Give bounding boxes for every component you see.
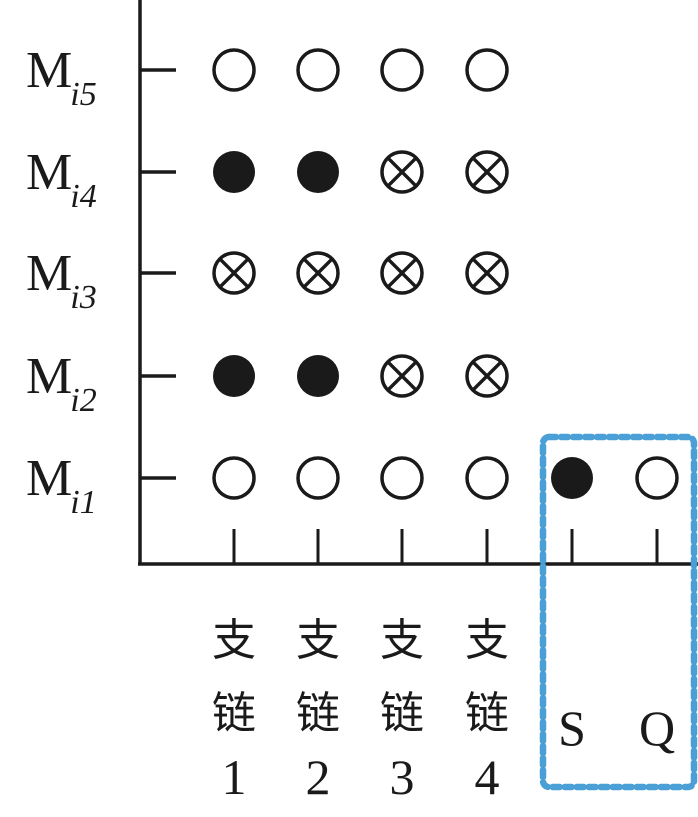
cross-marker (380, 354, 424, 398)
open-marker (465, 456, 509, 500)
cross-marker (296, 251, 340, 295)
row-label-main: M (26, 348, 72, 405)
column-label-line: 支 (465, 615, 509, 666)
row-label: Mi3 (26, 245, 97, 316)
markers (212, 48, 679, 500)
column-label-line: 链 (296, 688, 340, 739)
open-marker (212, 48, 256, 92)
row-label: Mi5 (26, 42, 97, 113)
row-label-sub: i5 (70, 76, 96, 113)
column-label-line: 支 (380, 615, 424, 666)
filled-marker (297, 151, 339, 193)
axes (138, 0, 698, 566)
filled-marker (551, 457, 593, 499)
filled-marker (213, 151, 255, 193)
open-marker (380, 48, 424, 92)
column-label-line: 1 (222, 749, 247, 805)
cross-marker (212, 251, 256, 295)
column-label-line: 链 (212, 688, 256, 739)
open-marker (465, 48, 509, 92)
row-label: Mi1 (26, 450, 97, 521)
cross-marker (380, 150, 424, 194)
column-label: S (558, 700, 586, 756)
open-marker (212, 456, 256, 500)
cross-marker (380, 251, 424, 295)
row-label-main: M (26, 245, 72, 302)
column-label-line: 链 (465, 688, 509, 739)
cross-marker (465, 150, 509, 194)
row-label: Mi4 (26, 144, 97, 215)
cross-marker (465, 354, 509, 398)
open-marker (635, 456, 679, 500)
highlight-box (539, 433, 698, 791)
row-label-sub: i3 (70, 279, 96, 316)
column-label-line: 支 (296, 615, 340, 666)
dashed-highlight-box (539, 433, 698, 791)
open-marker (296, 48, 340, 92)
column-label-line: 2 (306, 749, 331, 805)
row-label-sub: i2 (70, 382, 96, 419)
column-label-line: 支 (212, 615, 256, 666)
row-label-main: M (26, 450, 72, 507)
cross-marker (465, 251, 509, 295)
row-label-main: M (26, 144, 72, 201)
row-label-sub: i4 (70, 178, 96, 215)
filled-marker (213, 355, 255, 397)
open-marker (380, 456, 424, 500)
row-label-sub: i1 (70, 484, 96, 521)
column-label-line: 3 (390, 749, 415, 805)
column-label-line: 链 (380, 688, 424, 739)
filled-marker (297, 355, 339, 397)
row-label-main: M (26, 42, 72, 99)
open-marker (296, 456, 340, 500)
row-label: Mi2 (26, 348, 97, 419)
column-label-line: 4 (475, 749, 500, 805)
column-label: Q (639, 700, 675, 756)
